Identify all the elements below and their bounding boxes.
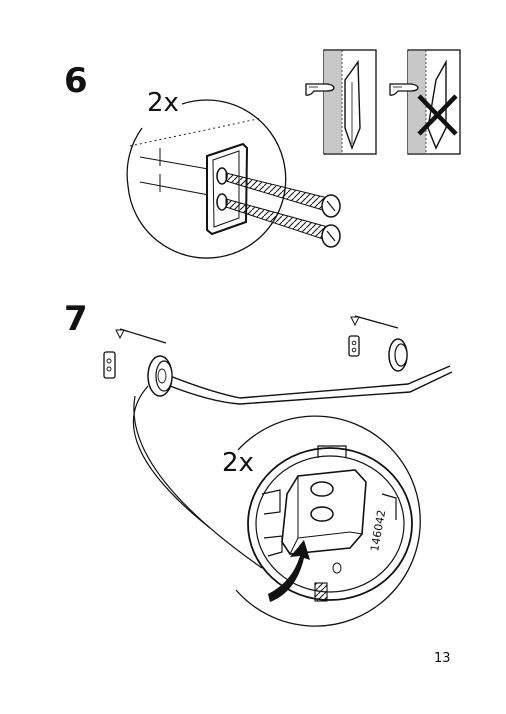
towel-rail-illustration	[103, 315, 453, 569]
page-number: 13	[434, 651, 451, 666]
step-7-number: 7	[64, 299, 88, 339]
step-7-quantity: 2x	[222, 448, 254, 478]
step-6-number: 6	[64, 61, 88, 101]
step-6-quantity: 2x	[147, 88, 179, 118]
incorrect-orientation-icon	[389, 49, 461, 155]
mounting-bracket-detail: 146042	[235, 415, 421, 627]
correct-orientation-icon	[305, 49, 377, 155]
wall-screw-illustration	[126, 99, 341, 259]
